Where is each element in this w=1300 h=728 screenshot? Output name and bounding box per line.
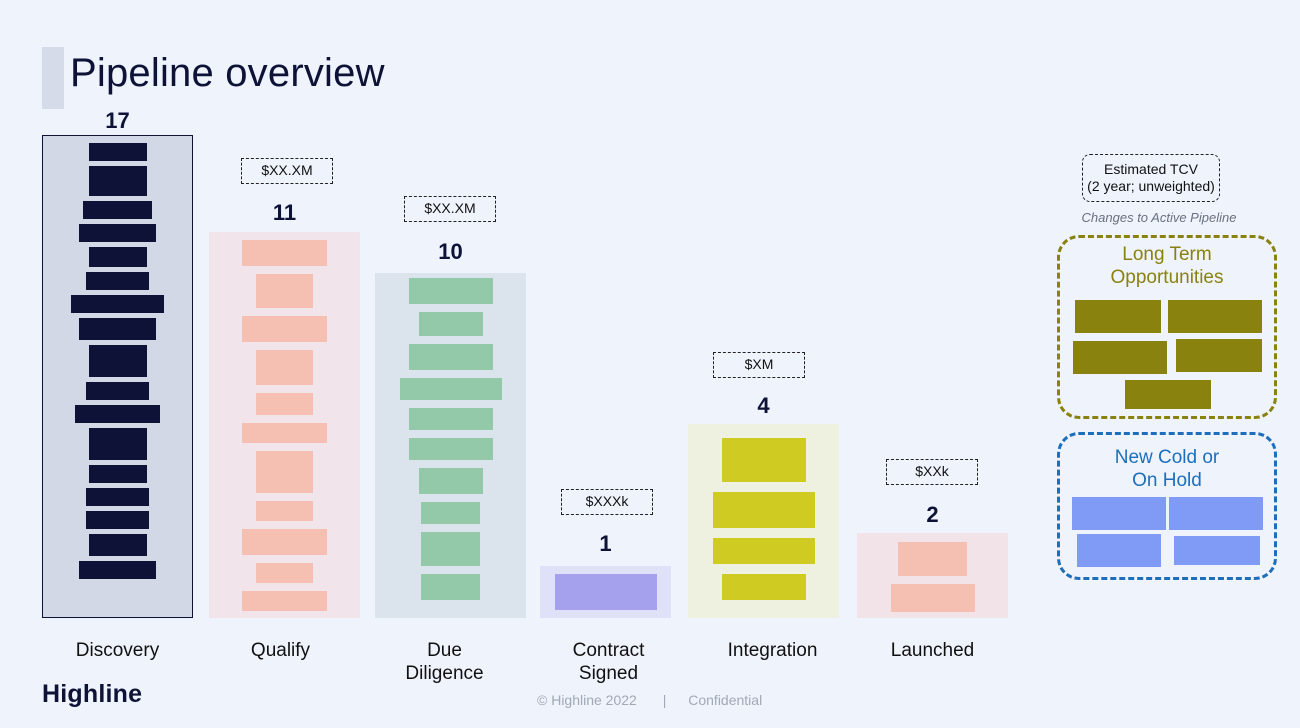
long-term-block [1075, 300, 1161, 333]
title-accent-bar [42, 47, 64, 109]
discovery-deal-block [88, 247, 147, 267]
due-diligence-deal-block [421, 532, 480, 566]
tcv-legend-text: Estimated TCV (2 year; unweighted) [1087, 161, 1215, 194]
due-diligence-deal-block [418, 312, 483, 336]
discovery-deal-block [79, 561, 156, 579]
qualify-deal-block [242, 316, 327, 342]
stage-due-diligence: $XX.XM 10 [375, 196, 526, 618]
stage-count: 11 [272, 200, 297, 225]
stage-count: 10 [438, 239, 463, 264]
qualify-deal-block [256, 501, 313, 521]
discovery-deal-block [88, 166, 147, 196]
tcv-value-box: $XXXk [561, 489, 653, 515]
integration-deal-block [721, 438, 806, 482]
long-term-block [1168, 300, 1262, 333]
qualify-deal-block [242, 529, 327, 555]
footer-separator: | [662, 692, 667, 708]
due-diligence-deal-block [408, 344, 493, 370]
discovery-deal-block [79, 224, 156, 242]
qualify-deal-block [256, 393, 313, 415]
discovery-deal-block [71, 295, 164, 313]
footer-classification: Confidential [688, 692, 763, 708]
discovery-deal-block [86, 272, 149, 290]
stage-label-qualify: Qualify [250, 640, 311, 661]
stage-integration: $XM 4 [688, 352, 839, 618]
long-term-block [1176, 339, 1262, 372]
long-term-title: Long Term Opportunities [1110, 244, 1224, 288]
new-cold-group: New Cold or On Hold [1057, 432, 1277, 580]
new-cold-block [1169, 497, 1263, 530]
stage-qualify: $XX.XM 11 [209, 158, 360, 618]
discovery-deal-block [79, 318, 156, 340]
qualify-deal-block [256, 274, 313, 308]
tcv-legend-box: Estimated TCV (2 year; unweighted) [1082, 154, 1220, 202]
qualify-deal-block [242, 240, 327, 266]
discovery-deal-block [88, 428, 147, 460]
integration-deal-block [721, 574, 806, 600]
discovery-deal-block [83, 201, 152, 219]
stage-label-discovery: Discovery [75, 640, 160, 661]
due-diligence-deal-block [399, 378, 502, 400]
qualify-deal-block [242, 591, 327, 611]
long-term-block [1073, 341, 1167, 374]
highline-logo: Highline [42, 680, 143, 708]
long-term-block [1125, 380, 1211, 409]
discovery-deal-block [88, 465, 147, 483]
new-cold-block [1077, 534, 1161, 567]
discovery-deal-block [75, 405, 160, 423]
stage-label-due-diligence: Due Diligence [405, 640, 484, 684]
long-term-group: Long Term Opportunities [1057, 235, 1277, 419]
stage-count: 1 [599, 531, 612, 556]
footer-copyright: © Highline 2022 [537, 692, 637, 708]
qualify-deal-block [256, 451, 313, 493]
new-cold-block [1174, 536, 1260, 565]
stage-launched: $XXk 2 [857, 459, 1008, 618]
discovery-deal-block [88, 143, 147, 161]
integration-deal-block [712, 538, 815, 564]
new-cold-title: New Cold or On Hold [1114, 447, 1220, 491]
launched-deal-block [898, 542, 967, 576]
stage-label-integration: Integration [727, 640, 818, 661]
stage-discovery: 17 [42, 108, 193, 618]
tcv-value-box: $XX.XM [404, 196, 496, 222]
due-diligence-deal-block [408, 278, 493, 304]
qualify-deal-block [242, 423, 327, 443]
stage-contract-signed: $XXXk 1 [540, 489, 671, 618]
discovery-deal-block [86, 382, 149, 400]
due-diligence-deal-block [421, 502, 480, 524]
integration-deal-block [712, 492, 815, 528]
contract-signed-deal-block [554, 574, 657, 610]
stage-label-contract-signed: Contract Signed [572, 640, 645, 684]
discovery-deal-block [88, 345, 147, 377]
due-diligence-deal-block [418, 468, 483, 494]
due-diligence-deal-block [408, 438, 493, 460]
discovery-deal-block [86, 511, 149, 529]
stage-count: 2 [926, 502, 939, 527]
due-diligence-deal-block [408, 408, 493, 430]
discovery-deal-block [86, 488, 149, 506]
launched-deal-block [890, 584, 975, 612]
due-diligence-deal-block [421, 574, 480, 600]
stage-count: 17 [105, 108, 130, 133]
stage-label-launched: Launched [890, 640, 975, 661]
changes-label: Changes to Active Pipeline [1081, 210, 1237, 225]
new-cold-block [1072, 497, 1166, 530]
tcv-value-box: $XM [713, 352, 805, 378]
qualify-deal-block [256, 350, 313, 385]
footer: © Highline 2022 | Confidential [537, 692, 762, 708]
stage-count: 4 [757, 393, 770, 418]
tcv-value-box: $XX.XM [241, 158, 333, 184]
page-title: Pipeline overview [70, 51, 385, 95]
tcv-value-box: $XXk [886, 459, 978, 485]
discovery-deal-block [88, 534, 147, 556]
qualify-deal-block [256, 563, 313, 583]
